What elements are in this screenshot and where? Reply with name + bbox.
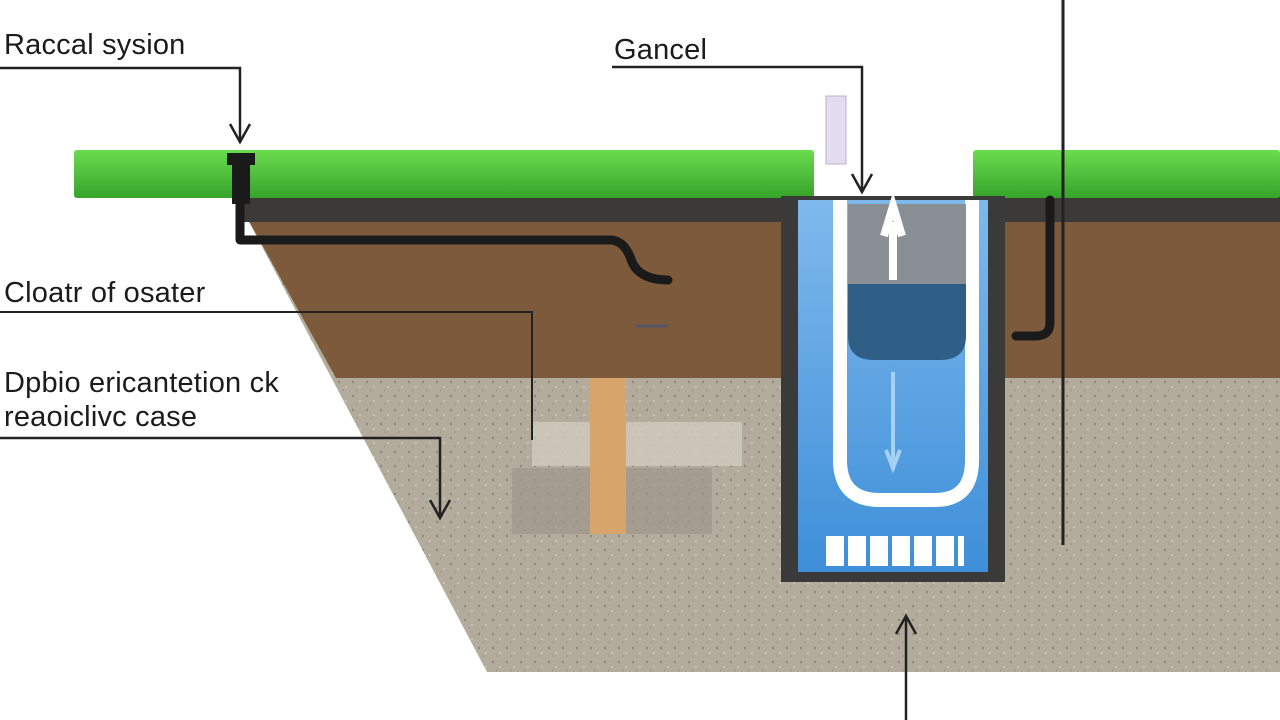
down-arrow-icon [428, 499, 452, 521]
inlet-pipe-cap [227, 153, 255, 165]
up-arrow-icon [880, 192, 906, 280]
inner-chamber-top [848, 204, 966, 284]
grass-strip-left [74, 150, 814, 198]
label-top-center: Gancel [614, 34, 708, 66]
leader-lower-left [0, 436, 442, 518]
leader-top-left [0, 66, 242, 140]
down-arrow-icon [850, 173, 874, 195]
membrane-layer-left [240, 196, 785, 222]
topsoil-layer [240, 205, 1280, 378]
label-lower-left-line1: Dpbio ericantetion ck [4, 367, 280, 399]
label-lower-left-line2: reaoiclivc case [4, 401, 198, 433]
grass-strip-right [973, 150, 1280, 198]
vent-pipe [825, 95, 847, 165]
filter-grate [826, 536, 964, 566]
buried-post [590, 378, 626, 534]
buried-slab [532, 422, 742, 466]
leader-middle-left [0, 311, 533, 440]
membrane-layer-right [1003, 196, 1280, 222]
inlet-pipe [235, 155, 673, 285]
outlet-pipe [1011, 195, 1055, 341]
u-tube [833, 200, 979, 507]
down-arrow-icon [228, 123, 252, 145]
inlet-pipe-riser [232, 164, 250, 204]
flow-arrow-icon [884, 372, 902, 474]
leader-top-center [612, 65, 864, 190]
label-top-left: Raccal sysion [4, 29, 186, 61]
label-middle-left: Cloatr of osater [4, 277, 206, 309]
up-arrow-icon [894, 613, 918, 635]
inner-chamber-water [848, 284, 966, 360]
